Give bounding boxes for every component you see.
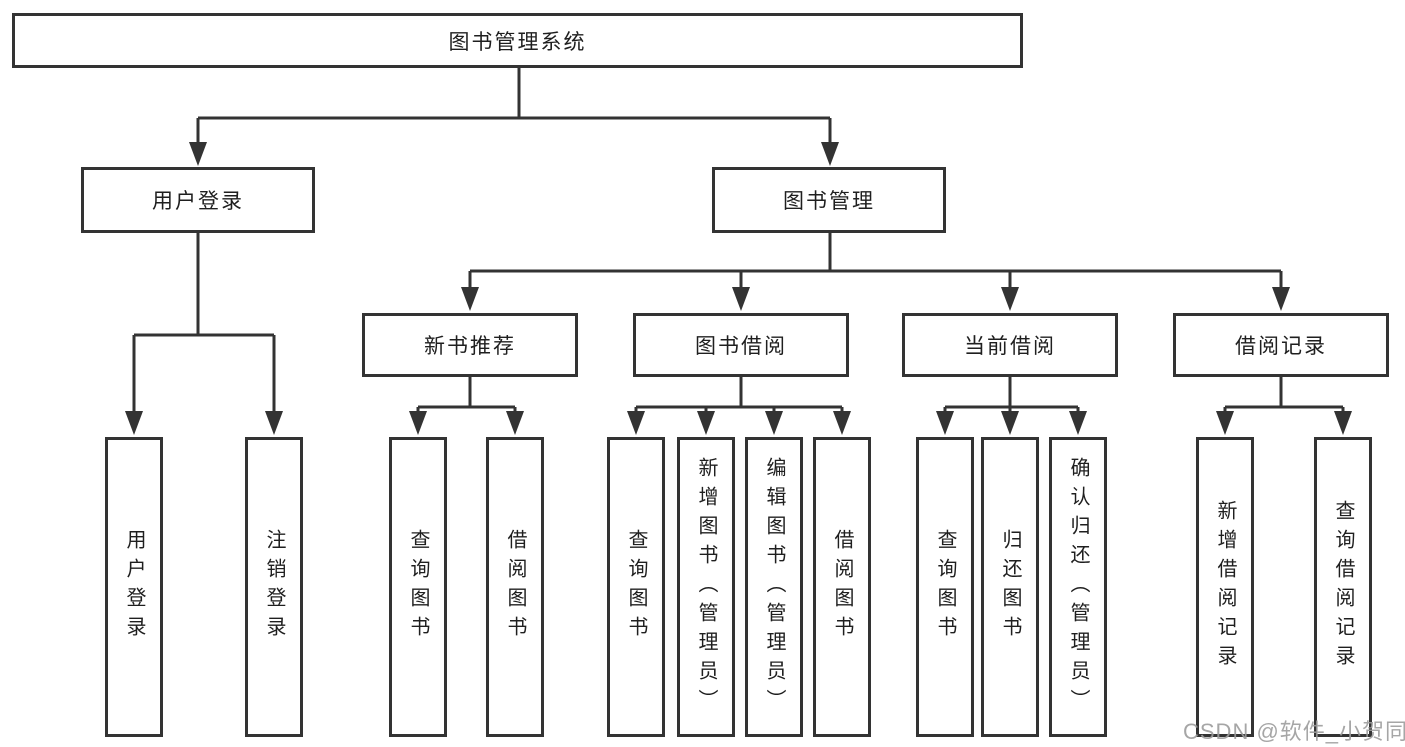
node-borrow-records-label: 借阅记录 (1235, 335, 1327, 358)
node-new-book-recommend: 新书推荐 (362, 313, 578, 377)
node-book-borrow-label: 图书借阅 (695, 335, 787, 358)
arrowhead-recommend-borrow (506, 411, 524, 435)
arrowhead-borrow-add (697, 411, 715, 435)
node-root: 图书管理系统 (12, 13, 1023, 68)
node-records-query-record: 查询借阅记录 (1314, 437, 1372, 737)
node-current-return-books: 归还图书 (981, 437, 1039, 737)
node-current-return-books-label: 归还图书 (999, 529, 1021, 645)
node-book-management-label: 图书管理 (783, 190, 875, 213)
node-recommend-query-books: 查询图书 (389, 437, 447, 737)
connector-current-borrow-hub (943, 377, 1080, 414)
node-new-book-recommend-label: 新书推荐 (424, 335, 516, 358)
node-recommend-borrow-books-label: 借阅图书 (504, 529, 526, 645)
arrowhead-records-query (1334, 411, 1352, 435)
connector-user-login-hub (132, 233, 276, 415)
connector-book-borrow-hub (634, 377, 844, 414)
arrowhead-logout-leaf (265, 411, 283, 435)
node-borrow-records: 借阅记录 (1173, 313, 1389, 377)
arrowhead-recommend-query (409, 411, 427, 435)
node-current-query-books-label: 查询图书 (934, 529, 956, 645)
arrowhead-records-add (1216, 411, 1234, 435)
node-current-confirm-return-admin-label: 确认归还（管理员） (1067, 456, 1089, 718)
arrowhead-current-query (936, 411, 954, 435)
node-borrow-edit-books-admin-label: 编辑图书（管理员） (763, 456, 785, 718)
connector-root-hub (196, 68, 832, 146)
node-borrow-edit-books-admin: 编辑图书（管理员） (745, 437, 803, 737)
node-user-login-label: 用户登录 (152, 190, 244, 213)
connector-book-management-hub (468, 233, 1283, 291)
arrowhead-borrow-query (627, 411, 645, 435)
arrowhead-current-confirm (1069, 411, 1087, 435)
node-borrow-query-books: 查询图书 (607, 437, 665, 737)
node-borrow-borrow-books: 借阅图书 (813, 437, 871, 737)
arrowhead-borrow-records (1272, 287, 1290, 311)
node-user-login: 用户登录 (81, 167, 315, 233)
arrowhead-borrow-borrow (833, 411, 851, 435)
connector-borrow-records-hub (1223, 377, 1345, 414)
node-user-login-action-label: 用户登录 (123, 529, 145, 645)
node-current-confirm-return-admin: 确认归还（管理员） (1049, 437, 1107, 737)
arrowhead-login-leaf (125, 411, 143, 435)
node-logout-action: 注销登录 (245, 437, 303, 737)
node-current-borrow: 当前借阅 (902, 313, 1118, 377)
node-borrow-query-books-label: 查询图书 (625, 529, 647, 645)
node-book-borrow: 图书借阅 (633, 313, 849, 377)
node-current-borrow-label: 当前借阅 (964, 335, 1056, 358)
arrowhead-book-management (821, 142, 839, 166)
connector-new-book-hub (416, 377, 517, 414)
node-current-query-books: 查询图书 (916, 437, 974, 737)
arrowhead-borrow-edit (765, 411, 783, 435)
node-book-management: 图书管理 (712, 167, 946, 233)
node-borrow-add-books-admin-label: 新增图书（管理员） (695, 456, 717, 718)
csdn-watermark: CSDN @软件_小贺同学 (1183, 719, 1405, 744)
arrowhead-current-return (1001, 411, 1019, 435)
node-records-query-record-label: 查询借阅记录 (1332, 500, 1354, 674)
arrowhead-user-login (189, 142, 207, 166)
node-records-add-record-label: 新增借阅记录 (1214, 500, 1236, 674)
node-records-add-record: 新增借阅记录 (1196, 437, 1254, 737)
arrowhead-book-borrow (732, 287, 750, 311)
node-root-label: 图书管理系统 (448, 30, 587, 54)
node-borrow-add-books-admin: 新增图书（管理员） (677, 437, 735, 737)
node-borrow-borrow-books-label: 借阅图书 (831, 529, 853, 645)
arrowhead-new-book (461, 287, 479, 311)
node-logout-action-label: 注销登录 (263, 529, 285, 645)
node-user-login-action: 用户登录 (105, 437, 163, 737)
arrowhead-current-borrow (1001, 287, 1019, 311)
node-recommend-borrow-books: 借阅图书 (486, 437, 544, 737)
node-recommend-query-books-label: 查询图书 (407, 529, 429, 645)
